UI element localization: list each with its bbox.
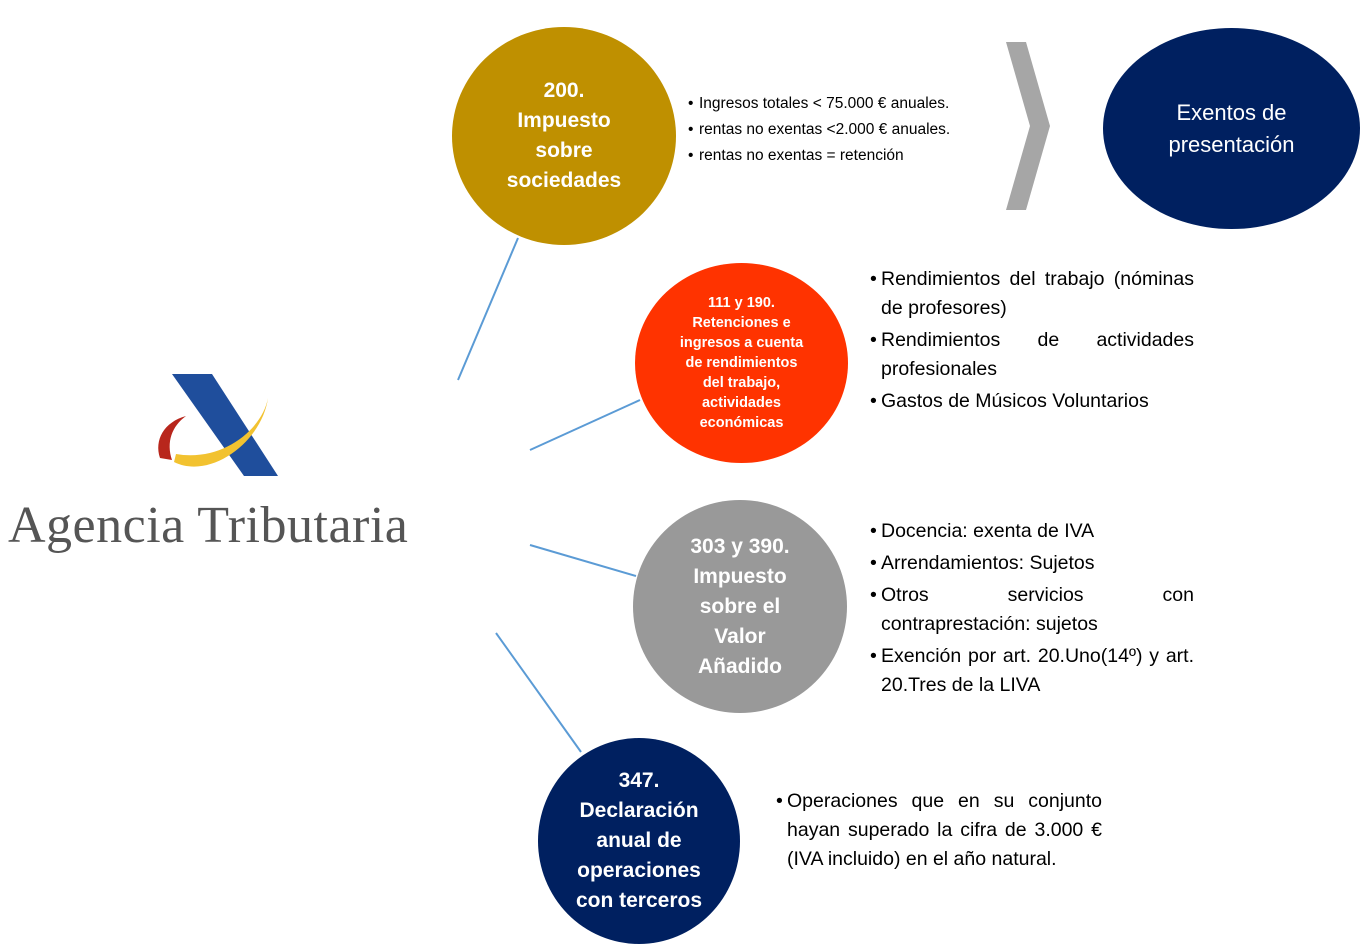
result-exentos-presentacion: Exentos de presentación xyxy=(1103,28,1360,229)
list-item: Otros servicios con contraprestación: su… xyxy=(870,581,1194,639)
list-item: Rendimientos del trabajo (nóminas de pro… xyxy=(870,265,1194,323)
logo-yellow-swoosh xyxy=(174,398,268,467)
connector-200 xyxy=(457,237,519,381)
bullets-303-390: Docencia: exenta de IVA Arrendamientos: … xyxy=(870,517,1194,703)
node-label: 347. Declaración anual de operaciones co… xyxy=(575,769,703,912)
node-label: 303 y 390. Impuesto sobre el Valor Añadi… xyxy=(690,534,790,678)
node-303-390-iva: 303 y 390. Impuesto sobre el Valor Añadi… xyxy=(633,500,847,713)
logo-text: Agencia Tributaria xyxy=(8,497,409,554)
connector-303 xyxy=(529,544,637,577)
list-item: Docencia: exenta de IVA xyxy=(870,517,1194,546)
logo-blue-shape xyxy=(172,374,278,476)
connector-111 xyxy=(529,399,641,451)
list-item: Rendimientos de actividades profesionale… xyxy=(870,326,1194,384)
logo-red-swoosh xyxy=(158,416,186,460)
chevron-right-icon xyxy=(1006,42,1050,210)
list-item: Operaciones que en su conjunto hayan sup… xyxy=(776,787,1102,874)
list-item: Ingresos totales < 75.000 € anuales. xyxy=(688,91,1010,117)
node-200-impuesto-sociedades: 200. Impuesto sobre sociedades xyxy=(452,27,676,245)
list-item: Exención por art. 20.Uno(14º) y art. 20.… xyxy=(870,642,1194,700)
list-item: rentas no exentas = retención xyxy=(688,143,1010,169)
list-item: Gastos de Músicos Voluntarios xyxy=(870,387,1194,416)
result-label: Exentos de presentación xyxy=(1168,99,1295,157)
bullets-347: Operaciones que en su conjunto hayan sup… xyxy=(776,787,1102,874)
bullets-200: Ingresos totales < 75.000 € anuales. ren… xyxy=(688,91,1010,169)
bullets-111-190: Rendimientos del trabajo (nóminas de pro… xyxy=(870,265,1194,419)
node-347-operaciones-terceros: 347. Declaración anual de operaciones co… xyxy=(538,738,740,944)
list-item: rentas no exentas <2.000 € anuales. xyxy=(688,117,1010,143)
connector-347 xyxy=(495,632,582,753)
agencia-tributaria-logo-icon xyxy=(158,374,278,476)
list-item: Arrendamientos: Sujetos xyxy=(870,549,1194,578)
node-label: 111 y 190. Retenciones e ingresos a cuen… xyxy=(679,295,804,431)
node-111-190-retenciones: 111 y 190. Retenciones e ingresos a cuen… xyxy=(635,263,848,463)
node-label: 200. Impuesto sobre sociedades xyxy=(506,79,622,192)
